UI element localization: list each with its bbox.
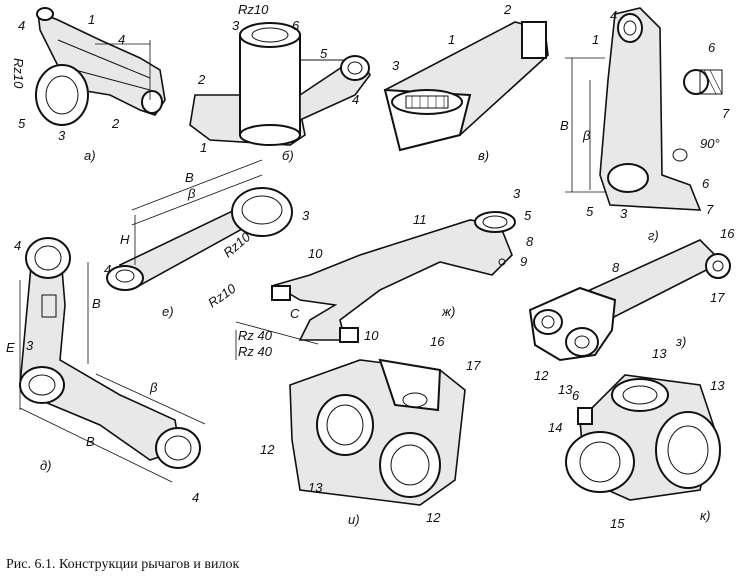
label-zh-9: 9 — [520, 254, 527, 269]
label-b-1: 1 — [200, 140, 207, 155]
part-b-hub-lever: Rz10 3 6 5 4 2 1 б) — [189, 2, 371, 163]
label-z-13: 13 — [558, 382, 573, 397]
label-b-5: 5 — [320, 46, 328, 61]
label-k-13a: 13 — [652, 346, 667, 361]
label-z-17: 17 — [710, 290, 725, 305]
label-a-3: 3 — [58, 128, 66, 143]
letter-k: к) — [700, 508, 710, 523]
label-d-beta: β — [149, 380, 158, 395]
label-v-3: 3 — [392, 58, 400, 73]
label-d-E: E — [6, 340, 15, 355]
label-k-15: 15 — [610, 516, 625, 531]
label-a-4b: 4 — [118, 32, 125, 47]
label-z-8: 8 — [612, 260, 620, 275]
label-b-3: 3 — [232, 18, 240, 33]
label-g-6b: 6 — [708, 40, 716, 55]
label-k-13b: 13 — [710, 378, 725, 393]
part-a-lever: 1 4 4 Rz10 5 3 2 а) — [11, 7, 166, 163]
label-b-4: 4 — [352, 92, 359, 107]
label-e-H: H — [120, 232, 130, 247]
letter-d: д) — [40, 458, 52, 473]
label-g-4: 4 — [610, 8, 617, 23]
letter-e: е) — [162, 304, 174, 319]
label-z-16: 16 — [720, 226, 735, 241]
label-a-5: 5 — [18, 116, 26, 131]
label-zh-3: 3 — [513, 186, 521, 201]
label-zh-10b: 10 — [364, 328, 379, 343]
label-zh-rz40a: Rz 40 — [238, 328, 273, 343]
label-zh-11: 11 — [413, 212, 427, 227]
label-g-7b: 7 — [722, 106, 730, 121]
label-b-6: 6 — [292, 18, 300, 33]
label-zh-8: 8 — [526, 234, 534, 249]
label-i-17: 17 — [466, 358, 481, 373]
label-e-4: 4 — [104, 262, 111, 277]
label-zh-C: C — [290, 306, 300, 321]
label-g-1: 1 — [592, 32, 599, 47]
part-i-fork: 16 17 12 13 12 и) — [260, 334, 481, 527]
part-d-l-lever: 4 E B 3 β B 4 д) — [6, 237, 206, 505]
part-g-bracket: 4 1 B β 5 3 6 7 90° 6 7 г) — [560, 7, 730, 243]
part-v-arm: 2 1 3 в) — [383, 2, 549, 163]
label-i-16: 16 — [430, 334, 445, 349]
figure-caption: Рис. 6.1. Конструкции рычагов и вилок — [6, 557, 239, 572]
label-zh-5: 5 — [524, 208, 532, 223]
label-d-4: 4 — [14, 238, 21, 253]
letter-zh: ж) — [441, 304, 455, 319]
label-g-beta: β — [582, 128, 591, 143]
label-k-6: 6 — [572, 388, 580, 403]
label-e-3: 3 — [302, 208, 310, 223]
letter-v: в) — [478, 148, 489, 163]
letter-i: и) — [348, 512, 360, 527]
part-e-lever: B β H 4 3 Rz10 е) — [104, 159, 310, 319]
label-g-3: 3 — [620, 206, 628, 221]
label-b-rz10: Rz10 — [238, 2, 269, 17]
label-v-2: 2 — [503, 2, 512, 17]
label-i-12b: 12 — [426, 510, 441, 525]
label-d-B2: B — [86, 434, 95, 449]
label-e-B: B — [185, 170, 194, 185]
letter-g: г) — [648, 228, 659, 243]
label-g-6: 6 — [702, 176, 710, 191]
label-zh-10: 10 — [308, 246, 323, 261]
label-v-1: 1 — [448, 32, 455, 47]
label-i-12a: 12 — [260, 442, 275, 457]
label-g-90: 90° — [700, 136, 720, 151]
label-k-14: 14 — [548, 420, 562, 435]
part-z-clevis-rod: 16 8 17 12 13 з) — [528, 226, 735, 397]
label-e-beta: β — [187, 186, 196, 201]
label-a-2: 2 — [111, 116, 120, 131]
label-a-rz10: Rz10 — [11, 58, 26, 89]
label-b-2: 2 — [197, 72, 206, 87]
label-d-3: 3 — [26, 338, 34, 353]
part-k-cross-hub: 13 6 13 14 15 к) — [548, 346, 725, 531]
label-a-4: 4 — [18, 18, 25, 33]
label-g-B: B — [560, 118, 569, 133]
letter-z: з) — [675, 334, 686, 349]
label-zh-rz40b: Rz 40 — [238, 344, 273, 359]
label-g-7: 7 — [706, 202, 714, 217]
letter-b: б) — [282, 148, 294, 163]
label-zh-rz10: Rz10 — [205, 280, 239, 310]
label-a-1: 1 — [88, 12, 95, 27]
label-d-B: B — [92, 296, 101, 311]
letter-a: а) — [84, 148, 96, 163]
label-z-12: 12 — [534, 368, 549, 383]
label-i-13: 13 — [308, 480, 323, 495]
label-d-4b: 4 — [192, 490, 199, 505]
label-g-5: 5 — [586, 204, 594, 219]
